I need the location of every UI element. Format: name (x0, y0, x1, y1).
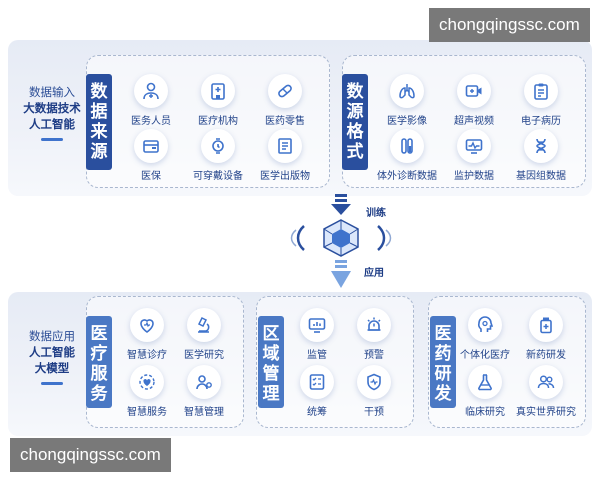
item-label: 体外诊断数据 (377, 171, 437, 182)
monitor-icon (457, 129, 491, 163)
item-genomic-data: 基因组数据 (504, 129, 578, 182)
screen-icon (300, 308, 334, 342)
item-label: 基因组数据 (516, 171, 566, 182)
item-medical-imaging: 医学影像 (370, 74, 444, 127)
alarm-icon (357, 308, 391, 342)
item-label: 个体化医疗 (460, 350, 510, 361)
service-heart-icon (130, 365, 164, 399)
item-emr: 电子病历 (504, 74, 578, 127)
train-label: 训练 (366, 208, 386, 219)
insurance-card-icon (134, 129, 168, 163)
input-side-dash (41, 138, 63, 141)
input-side-line1: 数据输入 (29, 85, 75, 99)
input-side-line3: 人工智能 (29, 117, 75, 131)
item-label: 新药研发 (526, 350, 566, 361)
item-label: 医务人员 (131, 116, 171, 127)
item-label: 医药零售 (265, 116, 305, 127)
item-personalized-medicine: 个体化医疗 (454, 308, 516, 361)
watermark-bottom: chongqingssc.com (10, 438, 171, 472)
item-early-warning: 预警 (337, 308, 411, 361)
doctor-icon (134, 74, 168, 108)
item-label: 超声视频 (454, 116, 494, 127)
video-icon (457, 74, 491, 108)
item-label: 可穿戴设备 (193, 171, 243, 182)
ai-cube-icon (290, 219, 392, 257)
pill-icon (268, 74, 302, 108)
item-label: 智慧服务 (127, 407, 167, 418)
hospital-icon (201, 74, 235, 108)
output-side-dash (41, 382, 63, 385)
item-new-drug-development: 新药研发 (515, 308, 577, 361)
apply-label: 应用 (364, 268, 384, 279)
item-wearable-device: 可穿戴设备 (181, 129, 255, 182)
item-medical-institution: 医疗机构 (181, 74, 255, 127)
train-arrow-icon (331, 194, 351, 215)
clipboard-icon (524, 74, 558, 108)
item-real-world-research: 真实世界研究 (515, 365, 577, 418)
item-label: 统筹 (307, 407, 327, 418)
item-smart-service: 智慧服务 (110, 365, 184, 418)
item-smart-diagnosis: 智慧诊疗 (110, 308, 184, 361)
item-label: 智慧诊疗 (127, 350, 167, 361)
checklist-icon (300, 365, 334, 399)
item-label: 电子病历 (521, 116, 561, 127)
medical-service-tag: 医 疗 服 务 (86, 316, 112, 408)
item-label: 医学出版物 (260, 171, 310, 182)
item-smart-management: 智慧管理 (167, 365, 241, 418)
output-side-label: 数据应用 人工智能 大模型 (14, 328, 90, 385)
users-icon (529, 365, 563, 399)
item-coordination: 统筹 (280, 365, 354, 418)
shield-heart-icon (357, 365, 391, 399)
item-ultrasound-video: 超声视频 (437, 74, 511, 127)
book-icon (268, 129, 302, 163)
item-intervention: 干预 (337, 365, 411, 418)
item-clinical-research: 临床研究 (454, 365, 516, 418)
item-medical-research: 医学研究 (167, 308, 241, 361)
dna-icon (524, 129, 558, 163)
item-monitoring-data: 监护数据 (437, 129, 511, 182)
item-label: 真实世界研究 (516, 407, 576, 418)
head-icon (468, 308, 502, 342)
item-label: 监管 (307, 350, 327, 361)
output-side-line3: 大模型 (34, 361, 70, 375)
item-label: 临床研究 (465, 407, 505, 418)
item-pharmacy-retail: 医药零售 (248, 74, 322, 127)
item-label: 医保 (141, 171, 161, 182)
regional-management-tag: 区 域 管 理 (258, 316, 284, 408)
item-medical-publication: 医学出版物 (248, 129, 322, 182)
item-label: 预警 (364, 350, 384, 361)
item-label: 干预 (364, 407, 384, 418)
input-side-line2: 大数据技术 (23, 101, 81, 115)
item-label: 医学影像 (387, 116, 427, 127)
output-side-line1: 数据应用 (29, 329, 75, 343)
heart-care-icon (130, 308, 164, 342)
data-source-tag: 数 据 来 源 (86, 74, 112, 170)
item-label: 智慧管理 (184, 407, 224, 418)
watch-icon (201, 129, 235, 163)
lungs-icon (390, 74, 424, 108)
test-tube-icon (390, 129, 424, 163)
watermark-top: chongqingssc.com (429, 8, 590, 42)
pharma-research-tag: 医 药 研 发 (430, 316, 456, 408)
item-ivd-data: 体外诊断数据 (370, 129, 444, 182)
item-medical-staff: 医务人员 (114, 74, 188, 127)
medicine-bottle-icon (529, 308, 563, 342)
flask-icon (468, 365, 502, 399)
apply-arrow-icon (331, 260, 351, 288)
output-side-line2: 人工智能 (29, 345, 75, 359)
item-supervision: 监管 (280, 308, 354, 361)
item-label: 医学研究 (184, 350, 224, 361)
item-medical-insurance: 医保 (114, 129, 188, 182)
item-label: 监护数据 (454, 171, 494, 182)
data-format-tag: 数 源 格 式 (342, 74, 368, 170)
people-manage-icon (187, 365, 221, 399)
input-side-label: 数据输入 大数据技术 人工智能 (14, 84, 90, 141)
microscope-icon (187, 308, 221, 342)
item-label: 医疗机构 (198, 116, 238, 127)
